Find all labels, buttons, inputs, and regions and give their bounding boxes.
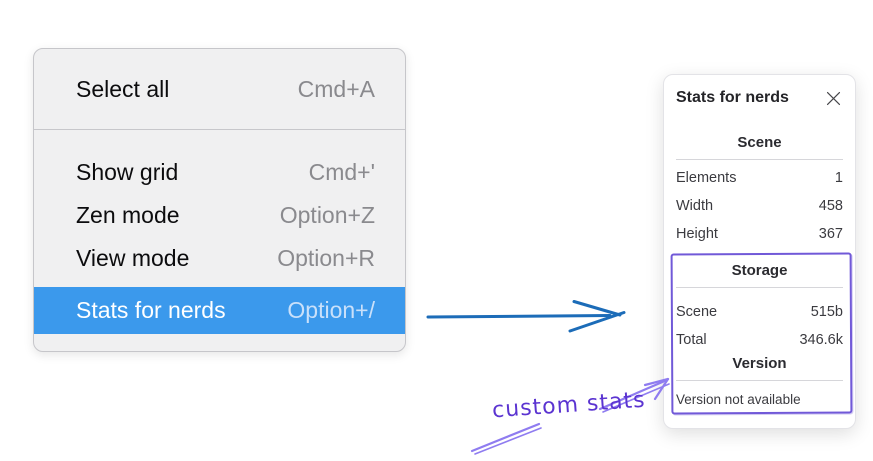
context-menu: Select all Cmd+A Show grid Cmd+' Zen mod… (33, 48, 406, 352)
menu-item-label: View mode (76, 245, 190, 271)
stats-panel-header: Stats for nerds (676, 87, 843, 109)
stat-label: Height (676, 226, 718, 242)
menu-item-shortcut: Cmd+A (297, 75, 375, 102)
stats-panel-title: Stats for nerds (676, 89, 789, 106)
menu-item-zen-mode[interactable]: Zen mode Option+Z (34, 194, 405, 237)
menu-item-label: Zen mode (76, 202, 180, 228)
stat-row-height: Height 367 (676, 220, 843, 248)
menu-item-view-mode[interactable]: View mode Option+R (34, 237, 405, 280)
menu-item-show-grid[interactable]: Show grid Cmd+' (34, 151, 405, 194)
stat-row-total-storage: Total 346.6k (676, 326, 843, 354)
menu-item-shortcut: Option+R (277, 245, 375, 271)
section-heading-scene: Scene (737, 134, 782, 151)
stat-row-width: Width 458 (676, 192, 843, 220)
stat-value: 458 (818, 198, 843, 214)
stat-label: Width (676, 198, 714, 214)
section-divider (676, 287, 843, 288)
stat-label: Scene (676, 304, 718, 320)
menu-group: Show grid Cmd+' Zen mode Option+Z View m… (34, 151, 405, 334)
section-divider (676, 380, 843, 381)
stat-value: 1 (834, 170, 843, 186)
close-icon[interactable] (823, 88, 843, 108)
stat-value: 515b (810, 304, 843, 320)
menu-divider (34, 129, 405, 130)
stat-value: 346.6k (799, 332, 843, 348)
menu-item-shortcut: Option+Z (279, 202, 375, 228)
stats-panel: Stats for nerds Scene Elements 1 Width 4… (663, 74, 856, 429)
stat-value: 367 (818, 226, 843, 242)
stat-label: Total (676, 332, 707, 348)
arrow-menu-to-panel-icon (426, 300, 626, 333)
menu-item-stats-for-nerds[interactable]: Stats for nerds Option+/ (34, 287, 405, 334)
menu-item-shortcut: Cmd+' (308, 159, 375, 185)
menu-item-label: Select all (76, 75, 170, 102)
menu-item-select-all[interactable]: Select all Cmd+A (34, 65, 405, 113)
annotation-arrow-icon (470, 377, 670, 455)
menu-item-label: Show grid (76, 159, 179, 185)
section-heading-storage: Storage (731, 262, 788, 279)
section-divider (676, 159, 843, 160)
menu-item-shortcut: Option+/ (287, 297, 375, 323)
stat-row-elements: Elements 1 (676, 164, 843, 192)
section-heading-version: Version (732, 355, 787, 372)
stat-label: Elements (676, 170, 737, 186)
menu-item-label: Stats for nerds (76, 297, 226, 323)
stat-row-scene-storage: Scene 515b (676, 298, 843, 326)
version-note: Version not available (676, 392, 801, 407)
